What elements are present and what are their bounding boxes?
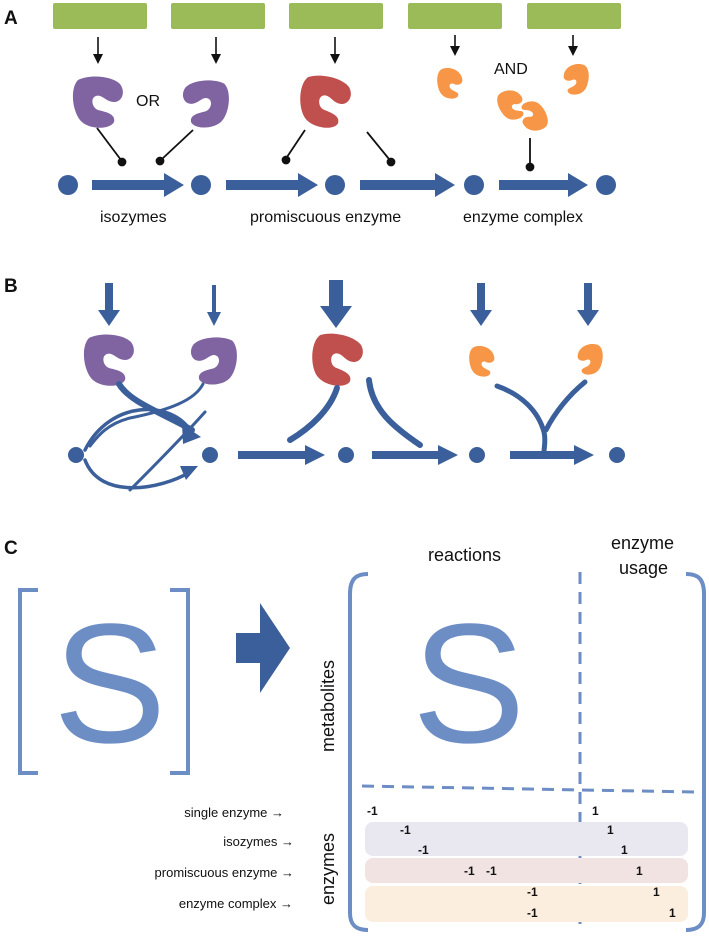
axis-metabolites: metabolites bbox=[318, 660, 338, 752]
gene-box bbox=[408, 3, 502, 29]
catalysis-links bbox=[96, 127, 535, 172]
reaction-chain-a bbox=[58, 173, 616, 197]
panel-b-label: B bbox=[4, 276, 18, 297]
row-label-isozymes: isozymes → bbox=[223, 834, 294, 849]
reaction-arrow bbox=[360, 173, 455, 197]
left-matrix: S bbox=[18, 588, 190, 779]
header-reactions: reactions bbox=[428, 545, 501, 565]
promiscuous-band bbox=[365, 858, 688, 883]
metabolite bbox=[191, 175, 211, 195]
matrix-value: 1 bbox=[607, 823, 614, 837]
enzyme-purple-b2 bbox=[190, 337, 237, 385]
enzyme-purple-1 bbox=[72, 76, 123, 128]
row-label-single: single enzyme → bbox=[184, 805, 284, 820]
panel-a-label: A bbox=[4, 8, 18, 29]
caption-isozymes: isozymes bbox=[100, 209, 167, 226]
gene-box bbox=[53, 3, 147, 29]
enzyme-red bbox=[296, 72, 353, 131]
metabolite bbox=[325, 175, 345, 195]
reaction-arrow bbox=[238, 445, 325, 465]
and-label: AND bbox=[494, 61, 528, 78]
reaction-chain-b bbox=[68, 445, 625, 465]
metabolite bbox=[596, 175, 616, 195]
s-symbol: S bbox=[53, 589, 166, 779]
matrix-value: 1 bbox=[636, 864, 643, 878]
header-enzyme-line2: usage bbox=[619, 558, 668, 578]
matrix-value: -1 bbox=[527, 885, 538, 899]
matrix-value: -1 bbox=[527, 906, 538, 920]
metabolite bbox=[338, 447, 354, 463]
reaction-arrow bbox=[372, 445, 458, 465]
matrix-value: 1 bbox=[621, 843, 628, 857]
caption-complex: enzyme complex bbox=[463, 209, 583, 226]
metabolite bbox=[202, 447, 218, 463]
enzyme-orange-b1 bbox=[469, 346, 495, 377]
reaction-arrow bbox=[499, 173, 588, 197]
matrix-entries: -1 1 -1 1 -1 1 -1 -1 1 -1 1 -1 1 bbox=[367, 804, 676, 920]
matrix-value: -1 bbox=[486, 864, 497, 878]
matrix-value: -1 bbox=[464, 864, 475, 878]
metabolite bbox=[609, 447, 625, 463]
caption-promiscuous: promiscuous enzyme bbox=[250, 209, 401, 226]
flux-arrowheads-b bbox=[180, 424, 201, 480]
gene-boxes bbox=[53, 3, 621, 29]
gene-box bbox=[289, 3, 383, 29]
expansion-arrow bbox=[236, 603, 290, 693]
matrix-value: 1 bbox=[669, 906, 676, 920]
header-enzyme-line1: enzyme bbox=[611, 533, 674, 553]
matrix-value: -1 bbox=[367, 804, 378, 818]
reaction-arrow bbox=[226, 173, 318, 197]
matrix-value: -1 bbox=[418, 843, 429, 857]
enzyme-purple-b1 bbox=[83, 334, 134, 386]
axis-enzymes: enzymes bbox=[318, 833, 338, 905]
metabolite bbox=[68, 447, 84, 463]
metabolite bbox=[464, 175, 484, 195]
isozymes-band bbox=[365, 822, 688, 856]
complex-band bbox=[365, 886, 688, 922]
matrix-value: 1 bbox=[653, 885, 660, 899]
flux-arrows bbox=[98, 280, 599, 328]
gene-box bbox=[171, 3, 265, 29]
panel-c-label: C bbox=[4, 538, 18, 559]
or-label: OR bbox=[136, 93, 160, 110]
enzyme-orange-1 bbox=[437, 68, 463, 99]
matrix-value: 1 bbox=[592, 804, 599, 818]
gene-box bbox=[527, 3, 621, 29]
reaction-arrow bbox=[92, 173, 184, 197]
enzyme-orange-b2 bbox=[577, 344, 603, 375]
matrix-value: -1 bbox=[400, 823, 411, 837]
row-label-promiscuous: promiscuous enzyme → bbox=[155, 865, 294, 880]
enzyme-orange-2 bbox=[563, 64, 589, 95]
expression-arrows bbox=[93, 35, 578, 64]
row-label-complex: enzyme complex → bbox=[179, 896, 293, 911]
enzyme-red-b bbox=[308, 330, 365, 389]
s-symbol-expanded: S bbox=[412, 589, 525, 779]
metabolite bbox=[58, 175, 78, 195]
enzyme-purple-2 bbox=[182, 80, 229, 128]
metabolite bbox=[469, 447, 485, 463]
reaction-arrow bbox=[510, 445, 594, 465]
flux-network-b bbox=[83, 377, 588, 492]
expanded-matrix: S bbox=[348, 572, 706, 932]
enzyme-complex bbox=[494, 86, 551, 135]
